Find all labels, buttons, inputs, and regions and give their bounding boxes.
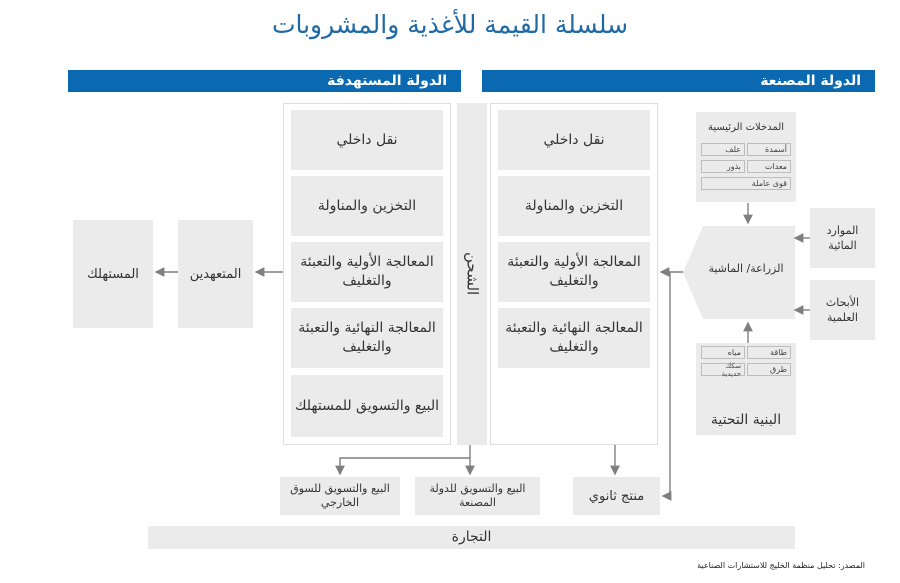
mfg-primary-processing: المعالجة الأولية والتعبئة والتغليف [498,242,650,302]
infrastructure-title: البنية التحتية [710,412,782,428]
arrow-shipping-to-export [335,457,470,476]
mfg-final-processing: المعالجة النهائية والتعبئة والتغليف [498,308,650,368]
sales-domestic-box: البيع والتسويق للدولة المصنعة [415,477,540,515]
input-feed: علف [701,143,745,156]
arrow-agriculture-to-secondary [661,272,672,501]
header-manufacturing-country-label: الدولة المصنعة [760,73,861,89]
contractors-box: المتعهدين [178,220,253,328]
input-fertilizer: أسمدة [747,143,791,156]
target-consumer-sales: البيع والتسويق للمستهلك [291,375,443,437]
input-seeds: بذور [701,160,745,173]
header-target-country-label: الدولة المستهدفة [327,73,447,89]
target-final-processing: المعالجة النهائية والتعبئة والتغليف [291,308,443,368]
header-target-country: الدولة المستهدفة [68,70,461,92]
infra-railways: سكك حديدية [701,362,745,378]
shipping-box: الشحن [457,103,487,445]
header-manufacturing-country: الدولة المصنعة [482,70,875,92]
mfg-internal-transport: نقل داخلي [498,110,650,170]
input-equipment: معدات [747,160,791,173]
agriculture-shape [683,226,795,319]
water-resources-box: الموارد المائية [810,208,875,268]
target-storage-handling: التخزين والمناولة [291,176,443,236]
input-labor: قوى عاملة [701,177,791,190]
mfg-storage-handling: التخزين والمناولة [498,176,650,236]
consumer-box: المستهلك [73,220,153,328]
agriculture-label: الزراعة/ الماشية [708,262,784,275]
source-note: المصدر: تحليل منظمة الخليج للاستشارات ال… [697,561,865,570]
infra-roads: طرق [747,363,791,376]
page-title: سلسلة القيمة للأغذية والمشروبات [271,10,629,39]
trade-bar: التجارة [148,526,795,549]
target-primary-processing: المعالجة الأولية والتعبئة والتغليف [291,242,443,302]
secondary-product-box: منتج ثانوي [573,477,660,515]
main-inputs-title: المدخلات الرئيسية [707,122,785,133]
scientific-research-box: الأبحاث العلمية [810,280,875,340]
infra-water: مياه [701,346,745,359]
target-internal-transport: نقل داخلي [291,110,443,170]
infra-energy: طاقة [747,346,791,359]
sales-export-box: البيع والتسويق للسوق الخارجي [280,477,400,515]
